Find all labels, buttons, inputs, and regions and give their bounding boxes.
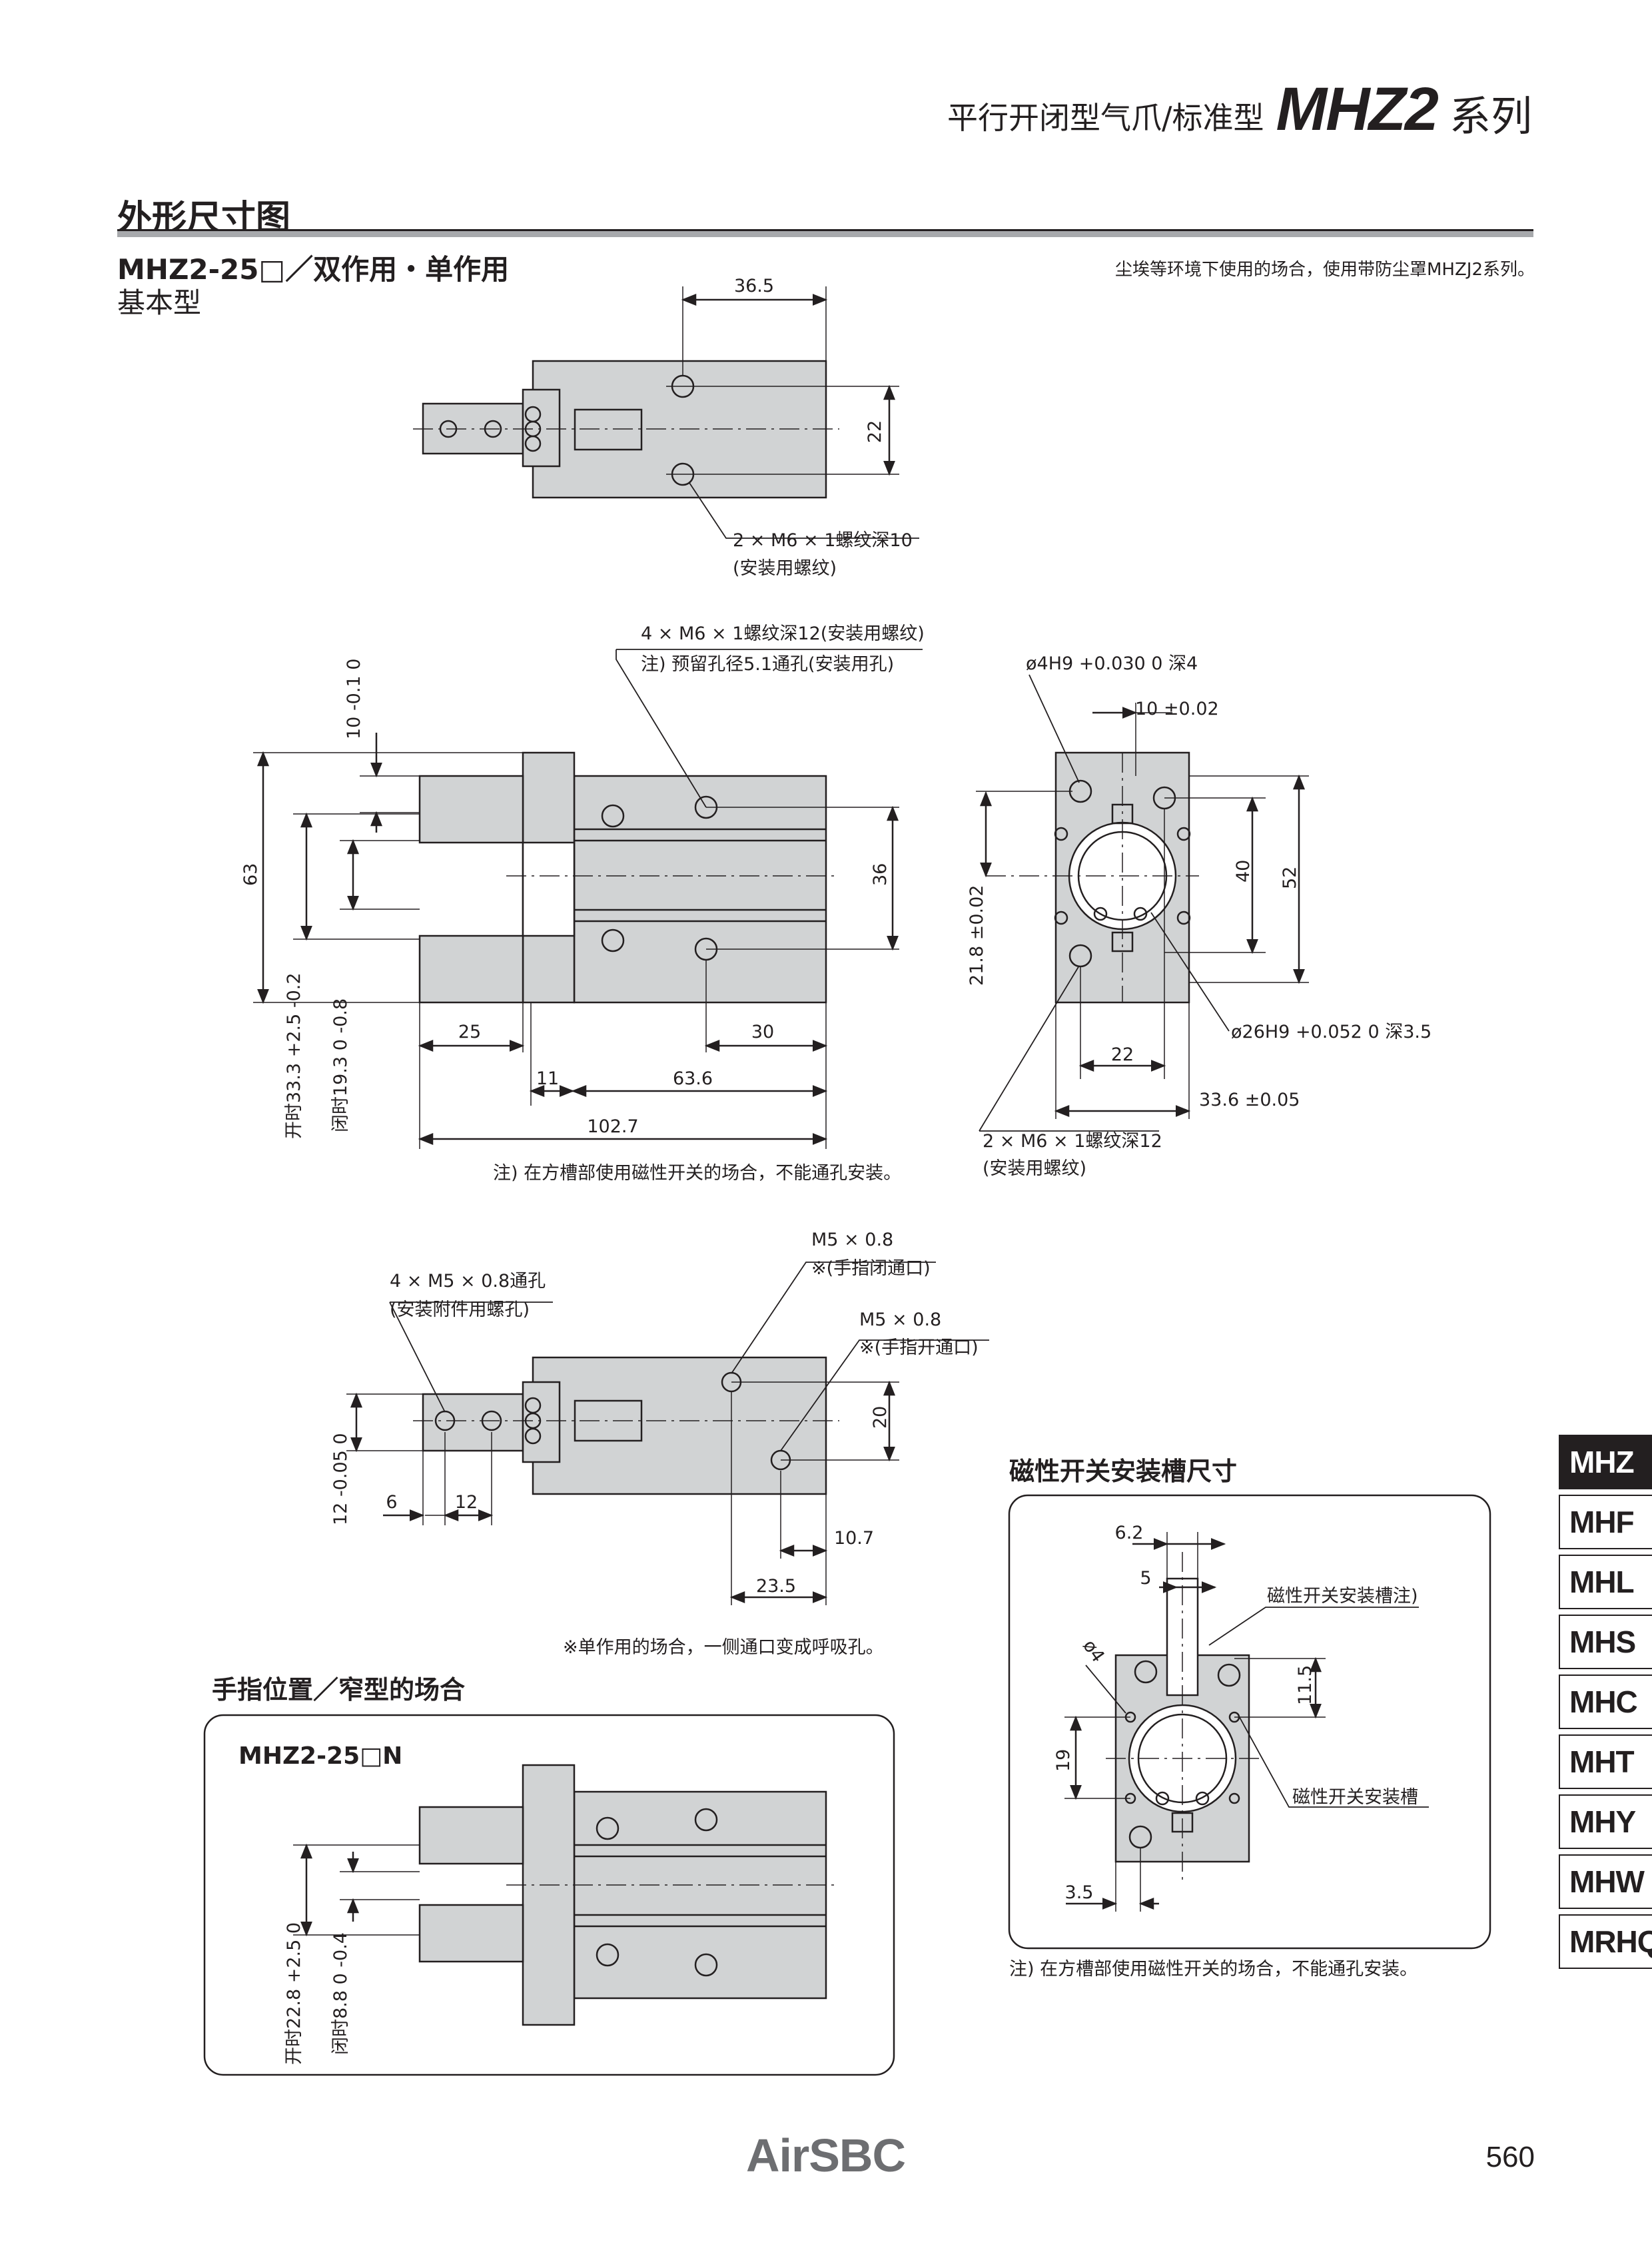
top-view [413, 286, 919, 539]
switch-view [1008, 1494, 1491, 1950]
tab-mhl[interactable]: MHL [1559, 1555, 1652, 1609]
narrow-dim-open: 开时22.8 +2.5 0 [284, 1922, 304, 2065]
dim-23-5: 23.5 [756, 1576, 796, 1597]
dim-6: 6 [386, 1492, 397, 1513]
port-view [346, 1262, 989, 1605]
end-bore: ø26H9 +0.052 0 深3.5 [1231, 1022, 1432, 1042]
dim-phi4: ø4 [1078, 1636, 1108, 1666]
switch-note: 注) 在方槽部使用磁性开关的场合，不能通孔安装。 [1009, 1959, 1418, 1980]
end-pin-hole: ø4H9 +0.030 0 深4 [1026, 653, 1198, 674]
dim-30: 30 [751, 1022, 774, 1042]
port1-label: ※(手指闭通口) [811, 1258, 931, 1279]
dim-52: 52 [1280, 867, 1300, 889]
narrow-dim-closed: 闭时8.8 0 -0.4 [330, 1932, 351, 2055]
tab-mrhq[interactable]: MRHQ [1559, 1914, 1652, 1969]
end-callout-line1: 2 × M6 × 1螺纹深12 [983, 1131, 1162, 1152]
tab-mhf[interactable]: MHF [1559, 1495, 1652, 1549]
dim-hole-pitch-36: 36 [870, 863, 891, 886]
dim-top-pitch: 22 [865, 420, 885, 443]
model-heading: MHZ2-25□／双作用・单作用 基本型 [117, 253, 509, 320]
port-callout-a1: 4 × M5 × 0.8通孔 [390, 1271, 546, 1292]
dim-12: 12 [455, 1492, 478, 1513]
dim-6-2: 6.2 [1115, 1523, 1144, 1543]
narrow-title: 手指位置／窄型的场合 [212, 1675, 465, 1704]
port2-label: ※(手指开通口) [859, 1337, 979, 1358]
header-subtitle: 平行开闭型气爪/标准型 [947, 100, 1264, 136]
dim-closed-stroke: 闭时19.3 0 -0.8 [330, 998, 351, 1132]
port-note: ※单作用的场合，一侧通口变成呼吸孔。 [563, 1637, 884, 1658]
page-number: 560 [1485, 2141, 1535, 2173]
narrow-model: MHZ2-25□N [238, 1742, 402, 1770]
dim-total-102-7: 102.7 [587, 1116, 638, 1137]
dim-10-7: 10.7 [834, 1528, 874, 1549]
dim-jaw-tolerance: 10 -0.1 0 [344, 659, 364, 739]
port1-size: M5 × 0.8 [811, 1230, 893, 1250]
tab-mhc[interactable]: MHC [1559, 1675, 1652, 1729]
header-series: 系列 [1449, 92, 1532, 141]
dim-top-width: 36.5 [734, 276, 774, 296]
dim-40: 40 [1233, 860, 1254, 883]
switch-title: 磁性开关安装槽尺寸 [1009, 1457, 1237, 1486]
tab-mhw[interactable]: MHW [1559, 1854, 1652, 1909]
dust-note: 尘埃等环境下使用的场合，使用带防尘罩MHZJ2系列。 [1114, 260, 1535, 280]
dim-3-5: 3.5 [1065, 1882, 1094, 1903]
dim-open-stroke: 开时33.3 +2.5 -0.2 [284, 972, 304, 1139]
dim-19: 19 [1053, 1749, 1074, 1772]
page-header: 平行开闭型气爪/标准型 MHZ2 系列 [947, 79, 1532, 140]
front-view [253, 649, 923, 1149]
narrow-view [203, 1714, 895, 2076]
dim-20: 20 [870, 1406, 891, 1429]
end-view [976, 674, 1309, 1132]
slot-label: 磁性开关安装槽 [1292, 1787, 1418, 1808]
tab-mhz[interactable]: MHZ [1559, 1435, 1652, 1489]
model-heading-line2: 基本型 [117, 286, 202, 320]
tab-mht[interactable]: MHT [1559, 1734, 1652, 1789]
dim-22: 22 [1111, 1044, 1134, 1065]
dim-height-63: 63 [240, 863, 261, 886]
series-tabs: MHZ MHF MHL MHS MHC MHT MHY MHW MRHQ [1559, 1435, 1652, 1974]
port2-size: M5 × 0.8 [859, 1309, 941, 1330]
brand-logo: AirSBC [746, 2129, 906, 2181]
front-callout-line2: 注) 预留孔径5.1通孔(安装用孔) [641, 654, 894, 675]
dim-12-tol: 12 -0.05 0 [330, 1433, 351, 1525]
port-callout-a2: (安装附件用螺孔) [390, 1300, 530, 1320]
dim-25: 25 [458, 1022, 481, 1042]
dim-11-5: 11.5 [1295, 1665, 1316, 1705]
dim-63-6: 63.6 [673, 1068, 713, 1089]
tab-mhs[interactable]: MHS [1559, 1615, 1652, 1669]
end-callout-line2: (安装用螺纹) [983, 1158, 1086, 1179]
section-divider [117, 229, 1533, 237]
dim-10-tol: 10 ±0.02 [1135, 699, 1219, 719]
header-model: MHZ2 [1276, 75, 1439, 143]
slot-label-note: 磁性开关安装槽注) [1267, 1586, 1418, 1607]
dim-21-8: 21.8 ±0.02 [967, 885, 987, 986]
front-callout-line1: 4 × M6 × 1螺纹深12(安装用螺纹) [641, 623, 925, 644]
tab-mhy[interactable]: MHY [1559, 1794, 1652, 1849]
top-callout-line1: 2 × M6 × 1螺纹深10 [733, 530, 913, 551]
dim-5: 5 [1140, 1568, 1151, 1589]
top-callout-line2: (安装用螺纹) [733, 558, 837, 579]
dim-11: 11 [536, 1068, 559, 1089]
front-note: 注) 在方槽部使用磁性开关的场合，不能通孔安装。 [493, 1163, 901, 1184]
dim-33-6: 33.6 ±0.05 [1199, 1090, 1300, 1110]
model-heading-line1: MHZ2-25□／双作用・单作用 [117, 253, 510, 286]
